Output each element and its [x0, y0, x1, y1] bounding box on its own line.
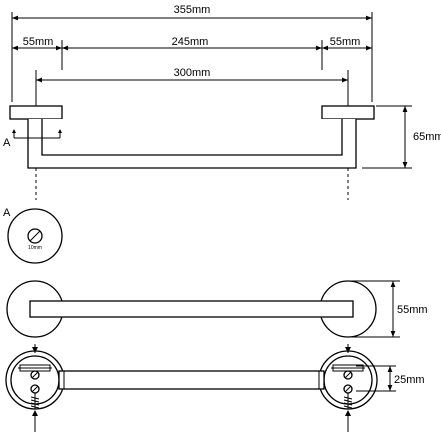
- detail-hole-size: 10mm: [28, 245, 42, 251]
- detail-a-view: A 10mm: [3, 207, 63, 264]
- section-marker-label: A: [3, 137, 11, 149]
- mounting-view: [5, 344, 378, 432]
- top-view-bar: [29, 300, 354, 318]
- dimension-label-bar-length: 300mm: [174, 67, 211, 79]
- left-wall-plate: [9, 105, 63, 120]
- dimension-base-diameter: 55mm: [350, 280, 428, 338]
- section-marker: A: [3, 129, 62, 149]
- dimension-label-inner-span: 245mm: [172, 36, 209, 48]
- dimension-label-right-offset: 55mm: [330, 36, 361, 48]
- towel-bar-inner: [41, 119, 343, 156]
- right-mount-bracket: [331, 344, 365, 432]
- dimension-label-projection: 65mm: [413, 131, 441, 143]
- right-wall-plate: [321, 105, 375, 120]
- dimension-label-mount-spacing: 25mm: [394, 374, 425, 386]
- dimension-label-overall: 355mm: [174, 4, 211, 16]
- dimension-bar-length: 300mm: [35, 67, 349, 120]
- dimension-projection: 65mm: [362, 105, 441, 169]
- dimension-label-base-diameter: 55mm: [397, 304, 428, 316]
- dimension-label-left-offset: 55mm: [23, 36, 54, 48]
- front-elevation-view: A: [3, 105, 375, 200]
- top-view: [6, 280, 377, 338]
- mount-bar: [58, 370, 325, 390]
- detail-label: A: [3, 207, 11, 219]
- dimension-overall-width: 355mm: [11, 4, 373, 102]
- dimension-mount-spacing: 25mm: [356, 365, 425, 392]
- dimension-offsets: 55mm 245mm 55mm: [12, 36, 372, 70]
- left-mount-bracket: [18, 344, 52, 432]
